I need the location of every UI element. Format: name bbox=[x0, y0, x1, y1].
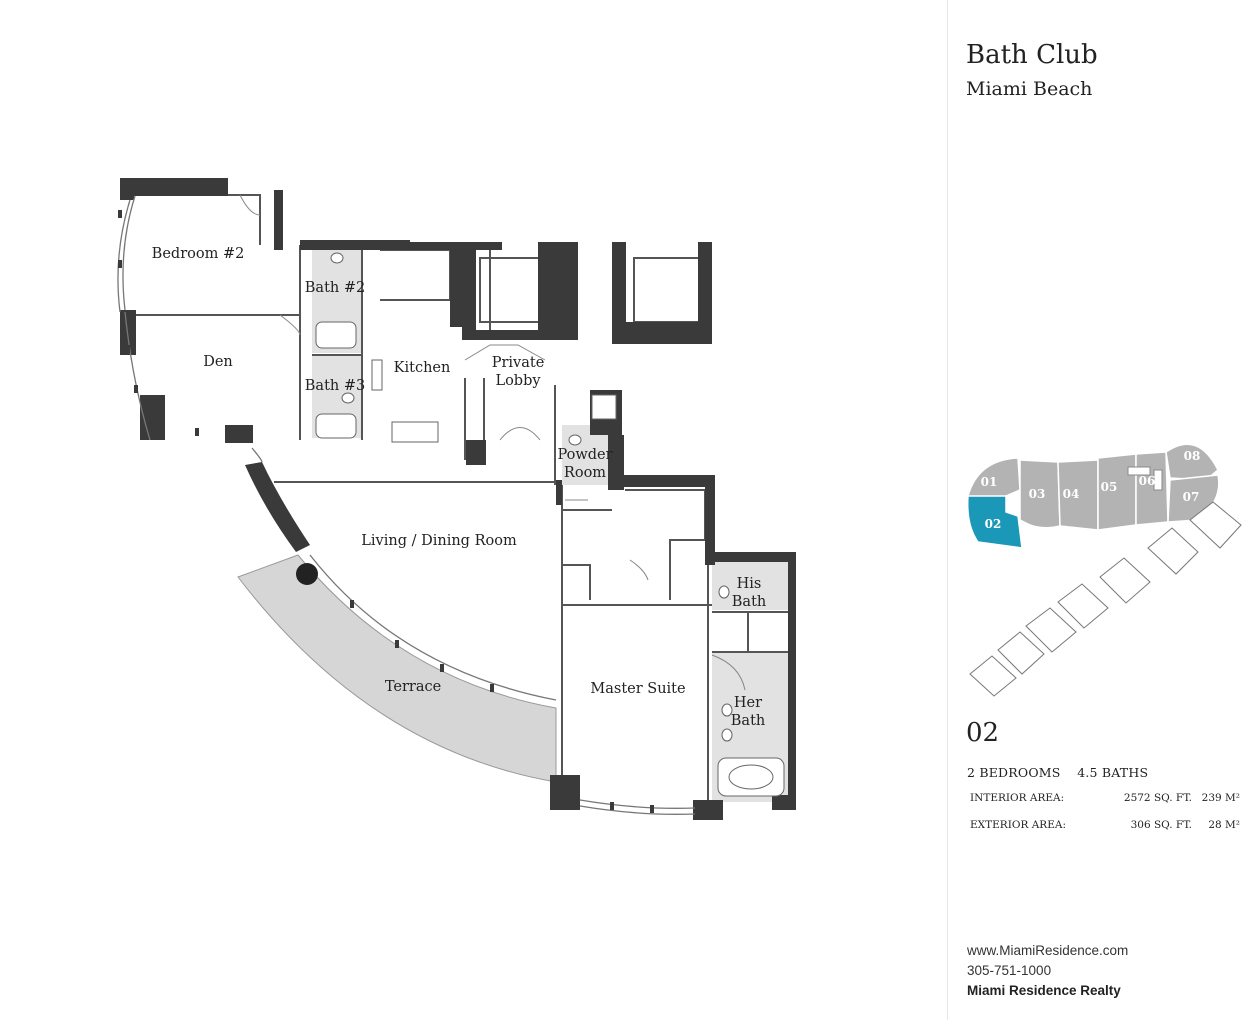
unit-06-shape bbox=[1135, 451, 1169, 526]
label-her-1: Her bbox=[734, 695, 762, 711]
label-den: Den bbox=[203, 354, 233, 370]
label-bath2: Bath #2 bbox=[305, 280, 365, 296]
floor-plan-drawing: Bedroom #2 Den Bath #2 Bath #3 Kitchen P… bbox=[117, 178, 796, 820]
column bbox=[296, 563, 318, 585]
unit-label-07: 07 bbox=[1183, 490, 1200, 504]
terrace-area bbox=[237, 554, 557, 783]
label-his-2: Bath bbox=[732, 594, 766, 610]
label-private-lobby-1: Private bbox=[492, 355, 545, 371]
exterior-area-m2: 28 M² bbox=[1208, 819, 1240, 831]
interior-area-label: INTERIOR AREA: bbox=[970, 792, 1065, 804]
unit-label-01: 01 bbox=[981, 475, 998, 489]
label-her-2: Bath bbox=[731, 713, 765, 729]
unit-02-shape bbox=[966, 495, 1023, 549]
info-panel: Bath Club Miami Beach bbox=[948, 0, 1254, 1020]
label-his-1: His bbox=[737, 576, 762, 592]
unit-label-04: 04 bbox=[1063, 487, 1080, 501]
label-living: Living / Dining Room bbox=[361, 533, 517, 549]
label-master: Master Suite bbox=[590, 681, 685, 697]
building-location: Miami Beach bbox=[966, 78, 1093, 100]
unit-label-03: 03 bbox=[1029, 487, 1046, 501]
label-powder-1: Powder bbox=[557, 447, 612, 463]
label-bath3: Bath #3 bbox=[305, 378, 365, 394]
building-name: Bath Club bbox=[966, 40, 1098, 70]
website-link[interactable]: www.MiamiResidence.com bbox=[967, 943, 1129, 958]
phone-number: 305-751-1000 bbox=[967, 963, 1052, 978]
exterior-area-label: EXTERIOR AREA: bbox=[970, 819, 1066, 831]
unit-label-02: 02 bbox=[985, 517, 1002, 531]
key-plan-drawing: 01 02 03 04 05 06 07 08 bbox=[966, 443, 1242, 697]
interior-area-sqft: 2572 SQ. FT. bbox=[1123, 792, 1192, 804]
exterior-area-sqft: 306 SQ. FT. bbox=[1130, 819, 1192, 831]
interior-area-m2: 239 M² bbox=[1201, 792, 1240, 804]
unit-label-05: 05 bbox=[1101, 480, 1118, 494]
label-terrace: Terrace bbox=[385, 679, 441, 695]
label-kitchen: Kitchen bbox=[394, 360, 451, 376]
label-private-lobby-2: Lobby bbox=[495, 373, 541, 389]
label-bedroom2: Bedroom #2 bbox=[152, 246, 245, 262]
unit-summary: 2 BEDROOMS 4.5 BATHS bbox=[967, 765, 1149, 780]
unit-number: 02 bbox=[966, 718, 1000, 748]
unit-label-06: 06 bbox=[1139, 474, 1156, 488]
curved-wall bbox=[245, 462, 310, 552]
divider bbox=[947, 0, 948, 1020]
label-powder-2: Room bbox=[564, 465, 606, 481]
key-plan: 01 02 03 04 05 06 07 08 bbox=[958, 430, 1254, 700]
company-name: Miami Residence Realty bbox=[967, 983, 1121, 998]
floor-plan: Bedroom #2 Den Bath #2 Bath #3 Kitchen P… bbox=[117, 178, 796, 820]
unit-label-08: 08 bbox=[1184, 449, 1201, 463]
